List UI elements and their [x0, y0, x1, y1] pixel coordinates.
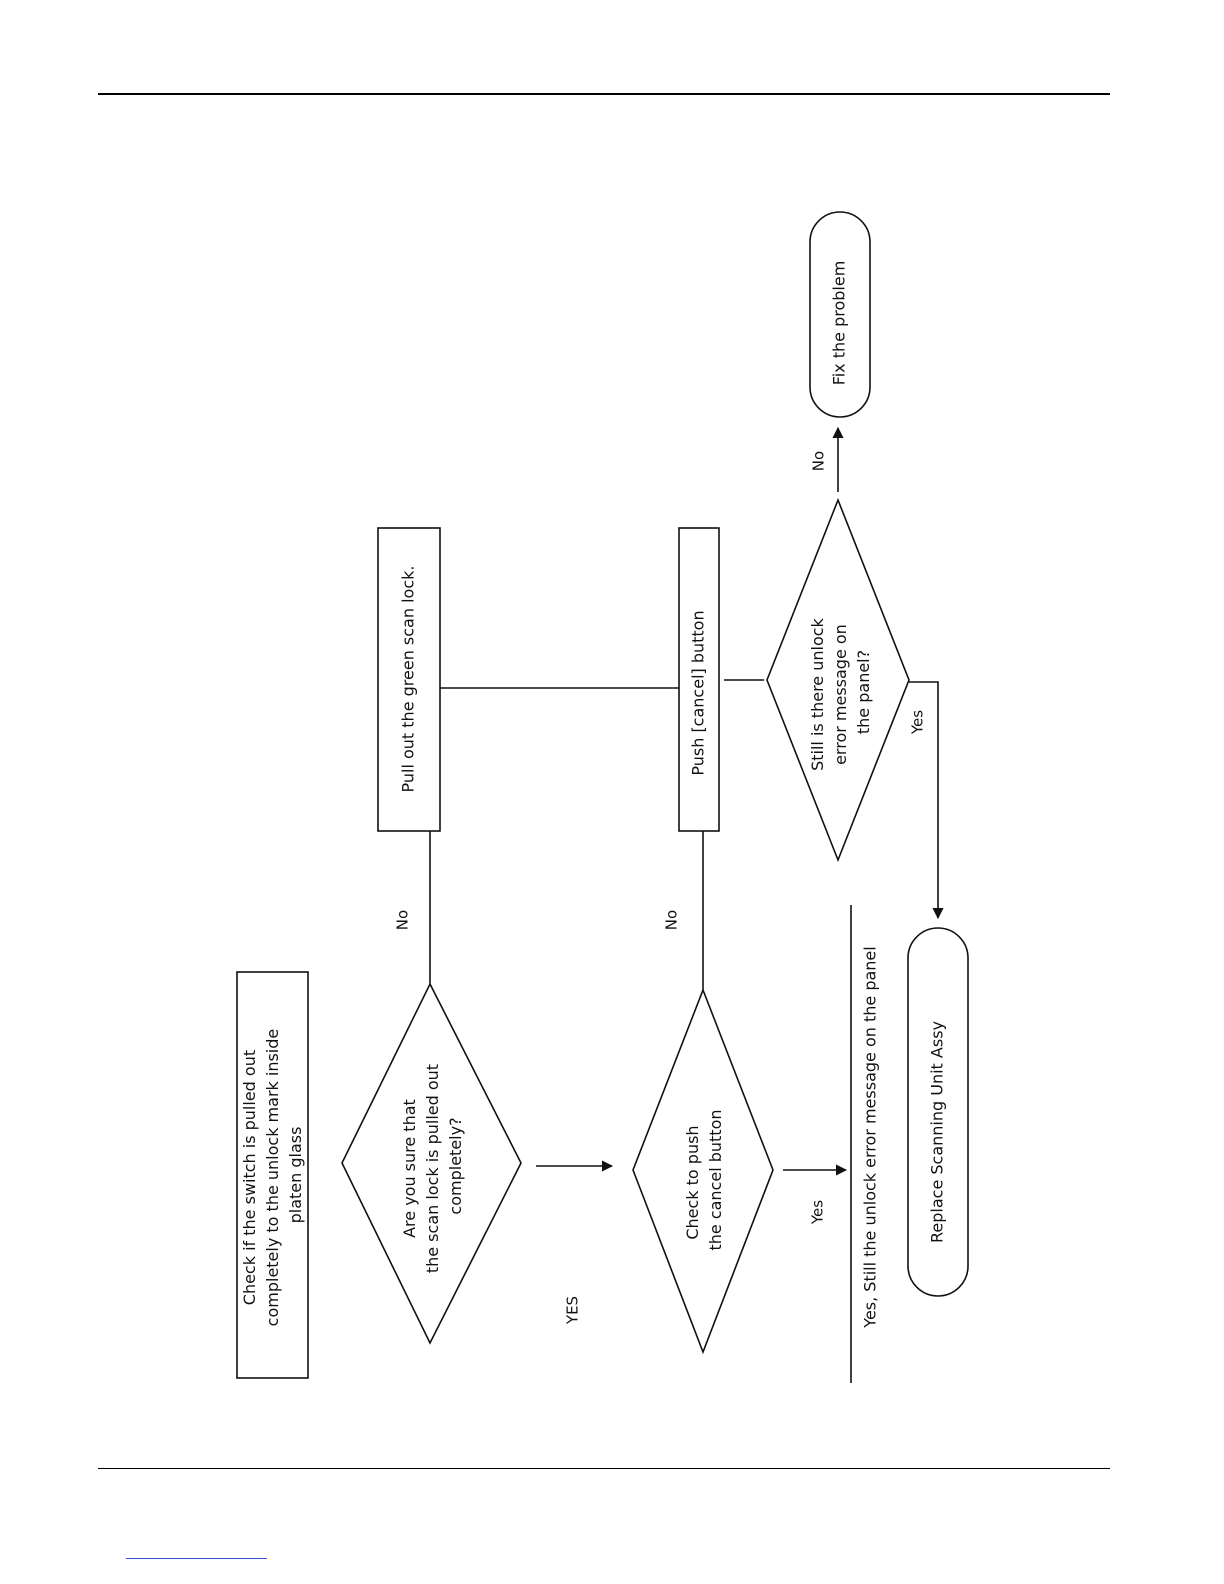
sure-lock-text: Are you sure that the scan lock is pulle…: [400, 1059, 465, 1273]
check-switch-text: Check if the switch is pulled out comple…: [240, 1024, 305, 1327]
label-yes-main: YES: [564, 1296, 582, 1325]
label-yes-still-message: Yes, Still the unlock error message on t…: [861, 946, 880, 1328]
label-yes-still: Yes: [909, 710, 927, 735]
check-push-text: Check to push the cancel button: [683, 1109, 725, 1250]
footer-link-underline: [126, 1558, 267, 1559]
replace-unit-text: Replace Scanning Unit Assy: [928, 1021, 947, 1243]
still-error-diamond: [766, 497, 910, 863]
label-yes-push: Yes: [809, 1200, 827, 1225]
sure-lock-diamond: [341, 982, 522, 1345]
pull-lock-box: [377, 527, 441, 832]
label-no-3: No: [810, 451, 828, 471]
fix-problem-terminal: [809, 211, 871, 418]
check-push-diamond: [632, 987, 774, 1355]
header-rule: [98, 93, 1110, 95]
label-no-1: No: [394, 910, 412, 930]
push-cancel-text: Push [cancel] button: [689, 610, 708, 775]
fix-problem-text: Fix the problem: [830, 261, 849, 386]
pull-lock-text: Pull out the green scan lock.: [399, 566, 418, 793]
label-no-2: No: [663, 910, 681, 930]
push-cancel-box: [678, 527, 720, 832]
check-switch-box: [236, 971, 309, 1379]
footer-rule: [98, 1468, 1110, 1469]
still-error-text: Still is there unlock error message on t…: [808, 613, 873, 771]
replace-unit-terminal: [907, 927, 969, 1297]
arrow-still-to-replace: [909, 681, 944, 920]
